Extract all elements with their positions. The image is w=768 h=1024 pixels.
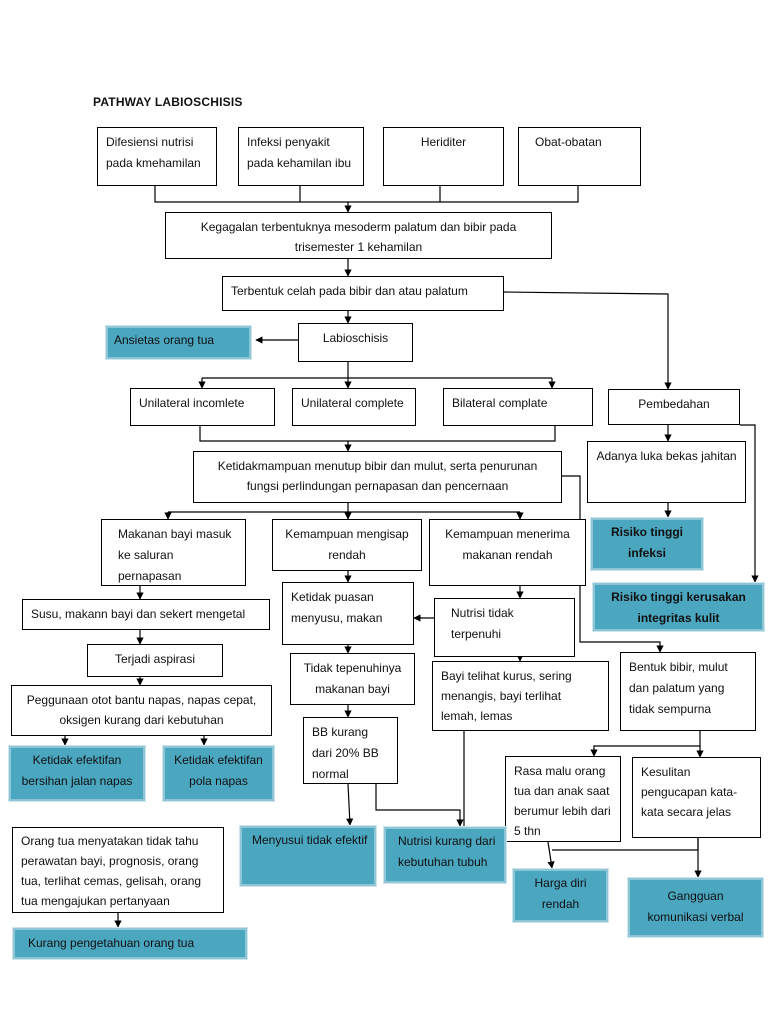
node-inability-close: Ketidakmampuan menutup bibir dan mulut, …	[193, 451, 562, 503]
node-food-into-airway: Makanan bayi masuk ke saluran pernapasan	[101, 519, 246, 586]
node-skin-integrity-risk: Risiko tinggi kerusakan integritas kulit	[592, 582, 765, 632]
node-ineffective-airway: Ketidak efektifan bersihan jalan napas	[8, 745, 146, 802]
edge-n29-n36	[547, 841, 555, 869]
page-title: PATHWAY LABIOSCHISIS	[93, 95, 243, 109]
node-unilateral-incomplete: Unilateral incomlete	[130, 388, 275, 426]
node-surgery: Pembedahan	[608, 389, 740, 425]
node-parent-knowledge-signs: Orang tua menyatakan tidak tahu perawata…	[12, 827, 224, 913]
node-weight-deficit: BB kurang dari 20% BB normal	[303, 717, 398, 784]
node-suture-wound: Adanya luka bekas jahitan	[587, 441, 746, 503]
node-milk-thickening: Susu, makann bayi dan sekert mengetal	[22, 599, 270, 630]
node-ineffective-breathing: Ketidak efektifan pola napas	[162, 745, 275, 802]
node-baby-thin: Bayi telihat kurus, sering menangis, bay…	[432, 661, 609, 731]
edge-types-merge	[199, 426, 556, 442]
edge-n4	[348, 186, 579, 203]
node-shame: Rasa malu orang tua dan anak saat berumu…	[505, 756, 621, 842]
node-infection-risk: Risiko tinggi infeksi	[590, 517, 704, 571]
edge-n28-n34	[346, 783, 354, 826]
node-accessory-muscles: Peggunaan otot bantu napas, napas cepat,…	[11, 685, 272, 736]
node-ineffective-breastfeeding: Menyusui tidak efektif	[239, 825, 377, 887]
node-low-self-esteem: Harga diri rendah	[512, 868, 609, 923]
edge-n12-n16	[740, 424, 759, 583]
node-labioschisis: Labioschisis	[298, 323, 413, 362]
node-nutrition-deficiency: Difesiensi nutrisi pada kmehamilan	[97, 127, 217, 186]
node-nutrition-unmet: Nutrisi tidak terpenuhi	[434, 598, 575, 657]
node-bilateral-complete: Bilateral complate	[443, 388, 593, 426]
node-parent-knowledge-deficit: Kurang pengetahuan orang tua	[12, 927, 248, 960]
node-parent-anxiety: Ansietas orang tua	[105, 325, 252, 360]
node-imperfect-lip-shape: Bentuk bibir, mulut dan palatum yang tid…	[620, 652, 756, 731]
node-aspiration: Terjadi aspirasi	[87, 644, 223, 677]
node-mesoderm-failure: Kegagalan terbentuknya mesoderm palatum …	[165, 212, 552, 259]
edge-n28-n35	[375, 784, 464, 827]
node-food-unmet: Tidak tepenuhinya makanan bayi	[290, 653, 415, 705]
edge-n6-n12	[503, 291, 672, 390]
node-low-sucking: Kemampuan mengisap rendah	[272, 519, 422, 571]
node-infection: Infeksi penyakit pada kehamilan ibu	[238, 127, 364, 186]
node-verbal-communication: Gangguan komunikasi verbal	[627, 877, 764, 938]
edge-n14-n26	[562, 475, 664, 653]
node-feeding-dissatisfaction: Ketidak puasan menyusu, makan	[282, 582, 414, 645]
node-speech-difficulty: Kesulitan pengucapan kata-kata secara je…	[632, 757, 761, 838]
node-low-intake: Kemampuan menerima makanan rendah	[429, 519, 586, 586]
node-drugs: Obat-obatan	[518, 127, 641, 186]
edge-n26-split	[590, 731, 701, 757]
node-unilateral-complete: Unilateral complete	[292, 388, 416, 426]
node-nutrition-deficit: Nutrisi kurang dari kebutuhan tubuh	[383, 826, 507, 884]
node-cleft-formed: Terbentuk celah pada bibir dan atau pala…	[222, 276, 504, 311]
node-hereditary: Heriditer	[383, 127, 504, 186]
edge-n1	[154, 186, 348, 203]
